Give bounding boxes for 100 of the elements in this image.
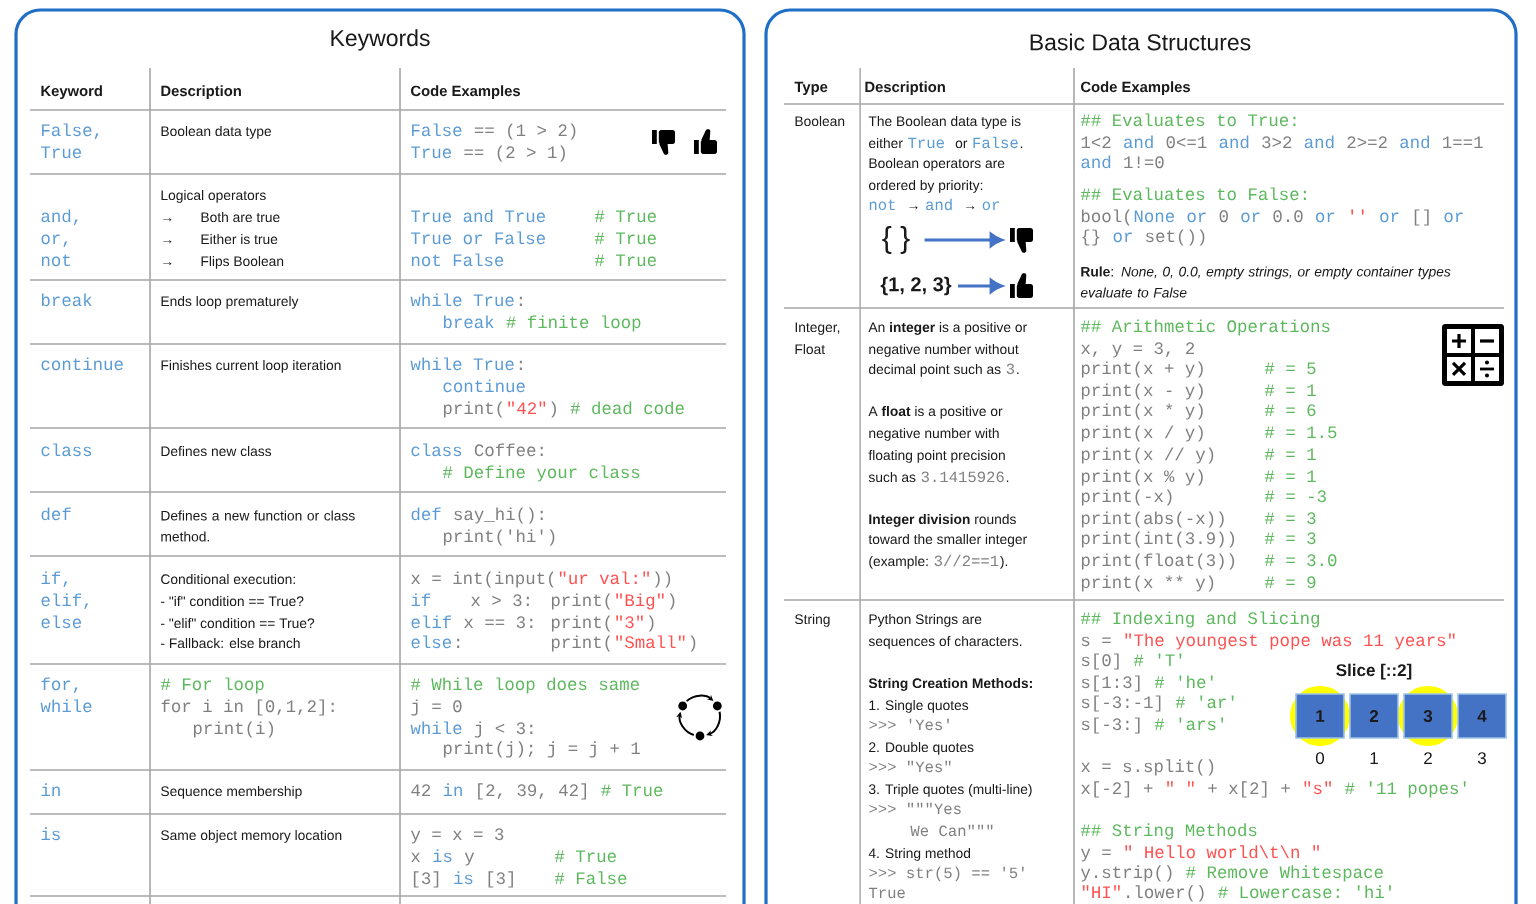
label: # True bbox=[594, 254, 656, 267]
label: "42" bbox=[508, 401, 546, 414]
thumbs-down-icon bbox=[1010, 228, 1033, 253]
label: ) bbox=[690, 635, 696, 652]
label: [3] bbox=[413, 871, 439, 888]
label: and bbox=[1400, 135, 1430, 149]
label: bool( bbox=[1081, 209, 1130, 226]
label: 1==1 bbox=[1443, 136, 1483, 148]
label: # False bbox=[554, 871, 627, 885]
label: + x[2] + bbox=[1208, 781, 1290, 798]
label: and bbox=[1304, 135, 1334, 149]
label: print( bbox=[551, 635, 611, 652]
label: True and True bbox=[411, 209, 545, 223]
label: print( bbox=[551, 615, 611, 632]
code-text: True and True # True bbox=[411, 209, 656, 223]
label: is bbox=[454, 871, 473, 885]
label: None bbox=[1134, 210, 1175, 223]
label: [] bbox=[1414, 209, 1429, 226]
code-text: True or False # True bbox=[411, 231, 656, 245]
code-text: 42 in [2, 39, 42] # True bbox=[411, 783, 663, 800]
label: # True bbox=[554, 850, 616, 863]
keyword-text: else bbox=[41, 615, 82, 629]
code-text: x is y # True bbox=[411, 849, 616, 866]
code-text: class Coffee: bbox=[411, 443, 543, 457]
label: ) bbox=[648, 615, 654, 632]
code-text: print(float(3)) # = 3.0 bbox=[1081, 553, 1337, 570]
code-text: print('hi') bbox=[443, 529, 555, 546]
label: # = 9 bbox=[1264, 576, 1316, 589]
code-text: print(x // y) # = 1 bbox=[1081, 447, 1316, 464]
label: 2>=2 bbox=[1347, 136, 1387, 148]
label: True or False bbox=[411, 231, 545, 245]
label: or bbox=[1187, 212, 1206, 223]
label: # = -3 bbox=[1264, 490, 1326, 503]
label: # '11 popes' bbox=[1345, 781, 1466, 798]
thumbs-up-icon bbox=[1010, 273, 1033, 298]
label: in bbox=[443, 783, 462, 796]
label: or bbox=[1241, 212, 1260, 223]
code-text: y.strip() # Remove Whitespace bbox=[1080, 865, 1383, 882]
keyword-text: and, bbox=[41, 209, 78, 226]
keyword-text: not bbox=[41, 254, 70, 267]
label: ) bbox=[669, 593, 675, 610]
label: # True bbox=[594, 210, 656, 223]
label: 0.0 bbox=[1273, 210, 1303, 223]
code-text: print(j); j = j + 1 bbox=[443, 741, 640, 758]
label: [2, 39, 42] bbox=[478, 783, 586, 800]
code-text: print(x * y) # = 6 bbox=[1081, 403, 1316, 420]
label: is bbox=[433, 849, 452, 863]
keyword-text: break bbox=[41, 293, 92, 307]
slice-label: Slice [::2] bbox=[1336, 663, 1412, 680]
label: 0<=1 bbox=[1166, 136, 1207, 149]
code-text: ## String Methods bbox=[1080, 823, 1257, 840]
code-text: while True : bbox=[410, 357, 522, 371]
keyword-text: or, bbox=[41, 234, 68, 248]
code-text: False == (1 > 2) bbox=[412, 123, 576, 140]
keyword-text: True bbox=[41, 146, 82, 159]
keyword-text: in bbox=[41, 783, 60, 796]
label: # True bbox=[601, 784, 663, 797]
code-text: print(x + y) # = 5 bbox=[1081, 361, 1316, 378]
code-text: ## Evaluates to True: bbox=[1080, 113, 1296, 127]
index-box: 1 bbox=[1295, 693, 1345, 739]
label: 42 bbox=[411, 784, 431, 796]
label: # = 1 bbox=[1264, 470, 1316, 482]
label: or bbox=[1316, 212, 1335, 223]
label: if bbox=[411, 593, 431, 606]
code-text: while True : bbox=[410, 293, 522, 307]
code-text: {} or set()) bbox=[1082, 229, 1205, 246]
code-text: print(i) bbox=[193, 721, 274, 738]
code-text: # Define your class bbox=[442, 465, 640, 482]
code-text: ## Evaluates to False: bbox=[1080, 187, 1306, 201]
code-text: True == (2 > 1) bbox=[411, 145, 565, 162]
code-text: s[1:3] # 'he' bbox=[1081, 675, 1213, 692]
code-text: y = x = 3 bbox=[411, 828, 504, 844]
code-text: bool( None or 0 or 0.0 or '' or [] or bbox=[1081, 209, 1463, 226]
label: "Big" bbox=[616, 593, 664, 610]
index-number: 3 bbox=[1477, 752, 1486, 765]
label: print(x - y) bbox=[1081, 383, 1203, 400]
label: 0 bbox=[1219, 210, 1228, 223]
code-text: s[0] # 'T' bbox=[1081, 653, 1182, 670]
label: not False bbox=[411, 253, 504, 267]
code-text: # For loop bbox=[160, 677, 264, 694]
code-text: print(x - y) # = 1 bbox=[1081, 383, 1316, 400]
set-literal: { } bbox=[882, 226, 910, 254]
keyword-text: elif, bbox=[41, 593, 89, 610]
code-text: x = int(input( "ur val:" )) bbox=[411, 571, 671, 588]
label: # dead code bbox=[570, 401, 684, 415]
code-text: print(x % y) # = 1 bbox=[1081, 469, 1316, 486]
label: or bbox=[1444, 212, 1463, 223]
code-text: ## Indexing and Slicing bbox=[1080, 611, 1320, 628]
label: # = 1 bbox=[1264, 384, 1316, 396]
label: x bbox=[411, 852, 421, 862]
label: [3] bbox=[488, 871, 513, 888]
code-text: while j < 3: bbox=[410, 721, 533, 738]
label: # = 1 bbox=[1264, 448, 1316, 460]
code-text: print(x ** y) # = 9 bbox=[1081, 575, 1316, 592]
code-text: ## Arithmetic Operations bbox=[1080, 319, 1330, 336]
label: else bbox=[411, 635, 452, 649]
label: print(x / y) bbox=[1081, 425, 1203, 442]
code-text: elif x == 3: print( "3" ) bbox=[411, 615, 654, 632]
code-text: print( "42" ) # dead code bbox=[443, 401, 684, 418]
code-text: [3] is [3] # False bbox=[413, 871, 627, 888]
